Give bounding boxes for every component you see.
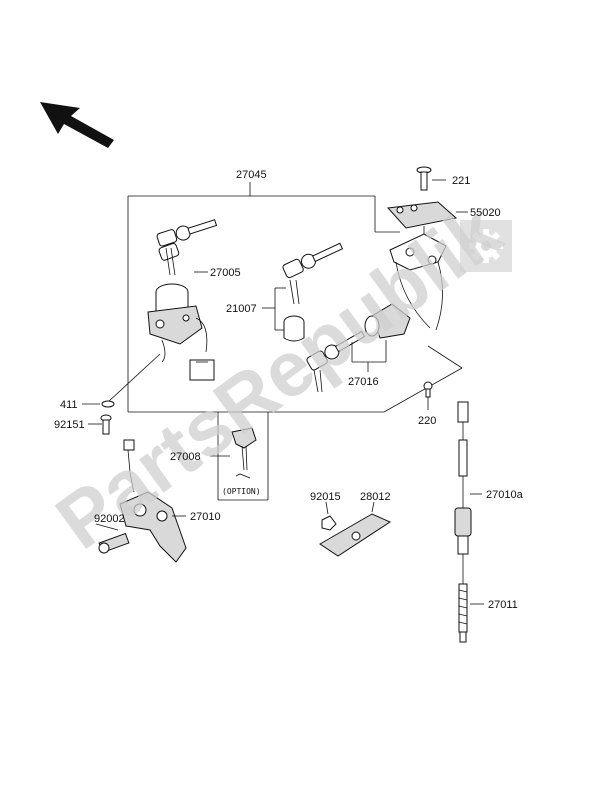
label-21007: 21007 — [226, 303, 257, 315]
keys-21007 — [262, 242, 344, 342]
washer-411 — [82, 400, 115, 408]
label-92002: 92002 — [94, 513, 125, 525]
gear-icon — [460, 220, 512, 272]
cover-55020 — [386, 166, 468, 331]
assembly-bracket — [127, 182, 463, 413]
label-92151: 92151 — [54, 419, 85, 431]
label-27045: 27045 — [236, 169, 267, 181]
label-27005: 27005 — [210, 267, 241, 279]
label-55020: 55020 — [470, 207, 501, 219]
bolt-92151 — [88, 414, 112, 435]
plate-28012 — [319, 501, 392, 557]
label-27016: 27016 — [348, 376, 379, 388]
label-27010a: 27010a — [486, 489, 524, 501]
label-option: (OPTION) — [222, 487, 261, 496]
label-220: 220 — [418, 415, 436, 427]
label-221: 221 — [452, 175, 470, 187]
arrow-up-left-icon — [40, 102, 114, 148]
label-28012: 28012 — [360, 491, 391, 503]
watermark: PartsRepublik — [40, 186, 517, 566]
cable-27010a — [454, 401, 482, 555]
label-27011: 27011 — [488, 599, 518, 611]
key-27008 — [210, 427, 257, 479]
spring-27011 — [458, 554, 484, 643]
keys-27005 — [156, 219, 218, 276]
label-27008: 27008 — [170, 451, 201, 463]
label-411: 411 — [60, 399, 78, 411]
label-92015: 92015 — [310, 491, 341, 503]
switch-27010 — [95, 439, 187, 563]
screw-220 — [423, 381, 433, 410]
label-27010: 27010 — [190, 511, 221, 523]
ignition-switch — [107, 283, 215, 403]
lock-27016 — [306, 303, 411, 393]
